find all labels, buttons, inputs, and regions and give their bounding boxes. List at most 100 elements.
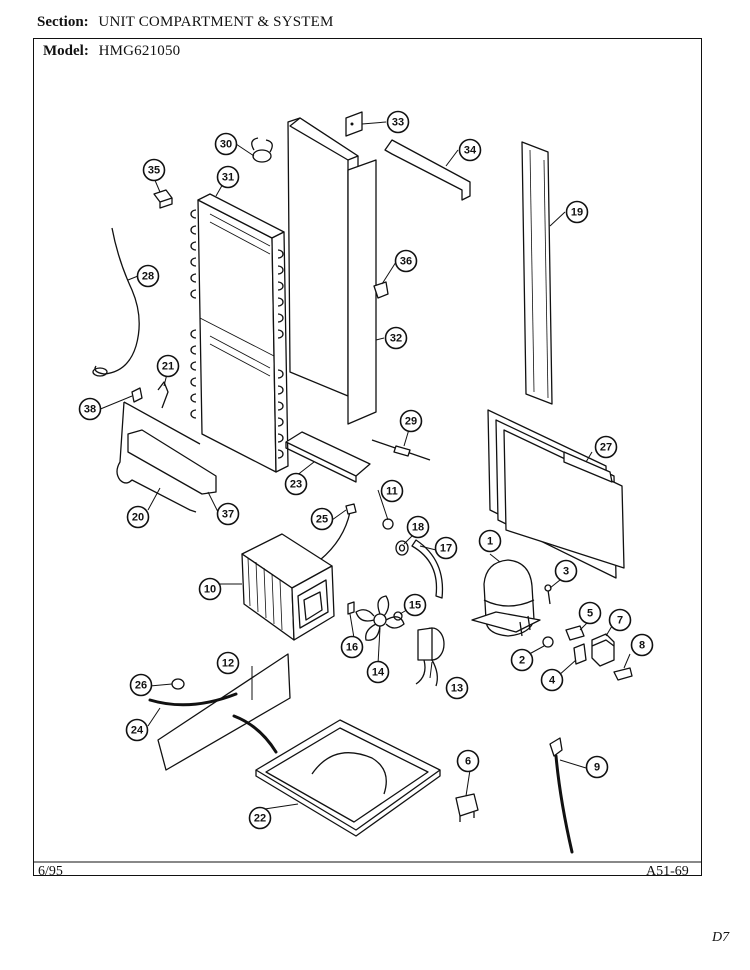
- part-21-clip: [157, 381, 169, 409]
- part-26-clip: [171, 678, 185, 690]
- callout-label: 33: [392, 117, 404, 129]
- callout-label: 11: [386, 486, 398, 498]
- callout-label: 31: [222, 172, 234, 184]
- part-11-nut: [382, 518, 394, 530]
- part-17-bracket: [411, 539, 444, 599]
- section-value: UNIT COMPARTMENT & SYSTEM: [98, 14, 334, 30]
- callout-21: 21: [156, 354, 180, 378]
- callout-label: 16: [346, 642, 358, 654]
- section-header: Section: UNIT COMPARTMENT & SYSTEM: [37, 14, 334, 31]
- part-20-heater: [116, 401, 201, 513]
- part-29-capillary: [371, 439, 431, 461]
- callout-label: 19: [571, 207, 583, 219]
- part-34-handle: [384, 139, 471, 201]
- callout-31: 31: [216, 165, 240, 189]
- callout-label: 7: [617, 615, 623, 627]
- part-8-clip: [613, 667, 633, 681]
- part-10-condenser: [241, 533, 335, 641]
- model-value: HMG621050: [98, 43, 181, 59]
- callout-label: 5: [587, 608, 593, 620]
- callout-6: 6: [456, 749, 480, 773]
- callout-14: 14: [366, 660, 390, 684]
- callout-7: 7: [608, 608, 632, 632]
- part-3-screw: [544, 584, 552, 605]
- part-28-tube: [92, 227, 140, 377]
- part-25-wire: [319, 503, 357, 561]
- part-22-drain-pan: [255, 719, 441, 837]
- callout-label: 36: [400, 256, 412, 268]
- callout-label: 13: [451, 683, 463, 695]
- callout-24: 24: [125, 718, 149, 742]
- callout-label: 23: [290, 479, 302, 491]
- callout-3: 3: [554, 559, 578, 583]
- callout-29: 29: [399, 409, 423, 433]
- callout-23: 23: [284, 472, 308, 496]
- callout-label: 15: [409, 600, 421, 612]
- callout-9: 9: [585, 755, 609, 779]
- callout-34: 34: [458, 138, 482, 162]
- callout-label: 24: [131, 725, 144, 737]
- callout-label: 38: [84, 404, 96, 416]
- section-label: Section:: [37, 14, 89, 30]
- footer-date: 6/95: [38, 864, 63, 879]
- callout-37: 37: [216, 502, 240, 526]
- callout-label: 30: [220, 139, 232, 151]
- callout-label: 8: [639, 640, 645, 652]
- part-31-evaporator: [190, 193, 289, 473]
- part-27-insulation: [487, 409, 625, 579]
- callout-label: 27: [600, 442, 612, 454]
- diagram-frame: [33, 38, 702, 876]
- part-7-terminal-cover: [591, 633, 615, 667]
- callout-10: 10: [198, 577, 222, 601]
- footer-page-code: A51-69: [646, 864, 689, 879]
- callout-11: 11: [380, 479, 404, 503]
- corner-mark: D7: [712, 930, 730, 945]
- callout-18: 18: [406, 515, 430, 539]
- callout-19: 19: [565, 200, 589, 224]
- callout-25: 25: [310, 507, 334, 531]
- part-9-power-cord: [549, 737, 574, 854]
- part-14-fan-blade: [355, 595, 405, 641]
- part-18-grommet: [395, 540, 409, 556]
- callout-32: 32: [384, 326, 408, 350]
- callout-label: 9: [594, 762, 600, 774]
- callout-label: 17: [440, 543, 452, 555]
- callout-33: 33: [386, 110, 410, 134]
- callout-label: 20: [132, 512, 144, 524]
- callout-30: 30: [214, 132, 238, 156]
- part-16-clip: [347, 601, 355, 615]
- part-12-shroud: [157, 653, 291, 771]
- callout-27: 27: [594, 435, 618, 459]
- part-33-bracket: [345, 111, 363, 137]
- part-30-sensor: [251, 137, 273, 163]
- callout-label: 18: [412, 522, 424, 534]
- callout-markers: 1234567891011121314151617181920212223242…: [78, 110, 654, 830]
- callout-1: 1: [478, 529, 502, 553]
- callout-20: 20: [126, 505, 150, 529]
- callout-label: 21: [162, 361, 174, 373]
- callout-label: 34: [464, 145, 477, 157]
- callout-label: 35: [148, 165, 160, 177]
- part-13-fan-motor: [415, 627, 445, 687]
- callout-label: 2: [519, 655, 525, 667]
- callout-label: 1: [487, 536, 493, 548]
- callout-label: 29: [405, 416, 417, 428]
- callout-label: 22: [254, 813, 266, 825]
- part-2-grommet: [542, 636, 554, 648]
- part-37-tray: [127, 429, 217, 495]
- callout-16: 16: [340, 635, 364, 659]
- callout-35: 35: [142, 158, 166, 182]
- part-19-panel: [521, 141, 553, 405]
- part-4-relay: [573, 643, 587, 665]
- callout-12: 12: [216, 651, 240, 675]
- callout-label: 32: [390, 333, 402, 345]
- callout-label: 37: [222, 509, 234, 521]
- part-5-overload: [565, 625, 585, 641]
- callout-2: 2: [510, 648, 534, 672]
- part-24-tube: [148, 692, 278, 754]
- callout-label: 25: [316, 514, 328, 526]
- callout-15: 15: [403, 593, 427, 617]
- callout-label: 28: [142, 271, 154, 283]
- part-32-duct: [287, 117, 377, 425]
